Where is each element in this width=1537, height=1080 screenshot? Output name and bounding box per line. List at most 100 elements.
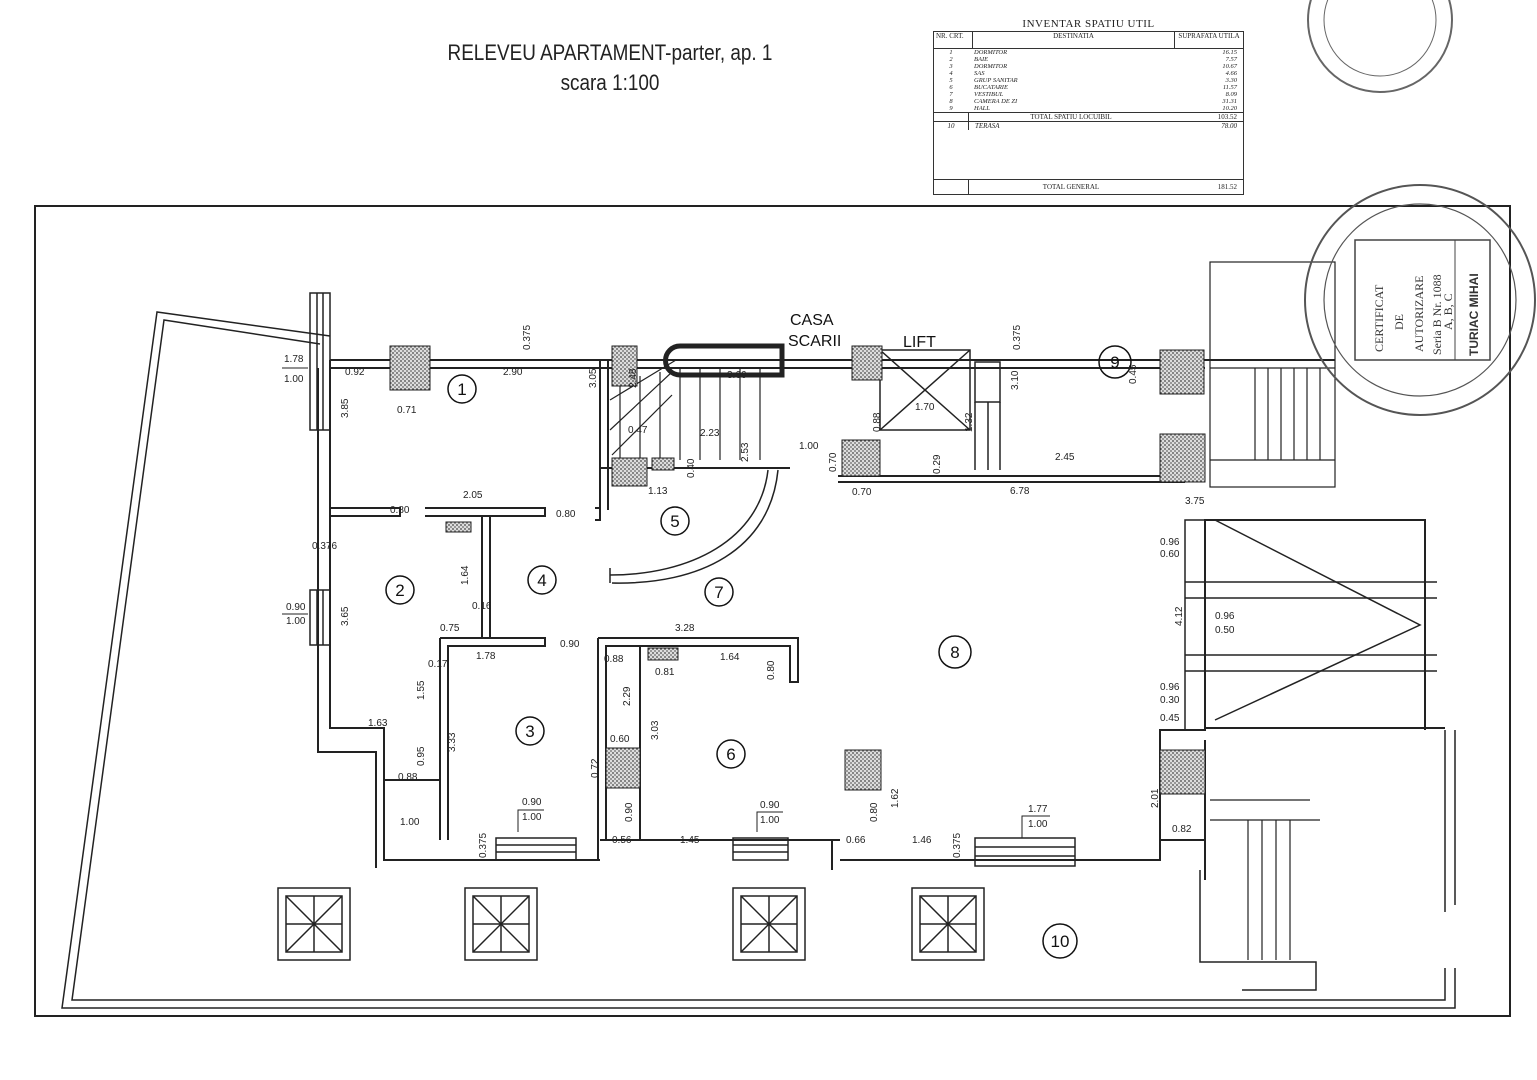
- dim: 0.375: [522, 325, 533, 350]
- dim: 3.03: [650, 720, 661, 740]
- dim: 1.00: [286, 616, 306, 627]
- dim: 0.376: [312, 541, 337, 552]
- dim: 2.90: [503, 367, 523, 378]
- inventory-cell-nr: 5: [949, 77, 953, 84]
- dim: 0.96: [1215, 611, 1235, 622]
- dim: 0.16: [472, 601, 492, 612]
- dim: 0.17: [428, 659, 448, 670]
- dim: 1.64: [460, 565, 471, 585]
- dim: 0.72: [590, 758, 601, 778]
- walls: [317, 359, 1445, 880]
- dim: 0.80: [869, 802, 880, 822]
- dim: 2.05: [463, 490, 483, 501]
- dim: 0.95: [416, 746, 427, 766]
- dim: 0.45: [1160, 713, 1180, 724]
- room-2-number: 2: [395, 581, 404, 600]
- dim: 0.56: [612, 835, 632, 846]
- dim: 0.30: [1160, 695, 1180, 706]
- dim: 0.81: [655, 667, 675, 678]
- planters: [277, 887, 985, 961]
- stamp-line-3: AUTORIZARE: [1412, 276, 1426, 352]
- room-9-number: 9: [1110, 353, 1119, 372]
- room-7-number: 7: [714, 583, 723, 602]
- inventory-table: INVENTAR SPATIU UTIL NR. CRT. DESTINATIA…: [933, 17, 1244, 195]
- dim: 1.45: [680, 835, 700, 846]
- dim: 0.40: [686, 458, 697, 478]
- dim: 2.23: [700, 428, 720, 439]
- inventory-cell-nr: 4: [949, 70, 953, 77]
- subtotal-label: TOTAL SPATIU LOCUIBIL: [1030, 113, 1112, 121]
- hall-stairs: [1209, 261, 1336, 960]
- room-1-number: 1: [457, 380, 466, 399]
- dim: 0.66: [846, 835, 866, 846]
- dim: 0.88: [872, 412, 883, 432]
- stamp-line-6: TURIAC MIHAI: [1467, 273, 1481, 356]
- columns: [389, 345, 1206, 795]
- inventory-cell-nr: 9: [949, 105, 953, 112]
- terrace-nr: 10: [934, 122, 969, 130]
- inventory-cell-nr: 2: [949, 56, 953, 63]
- inventory-terrace-row: 10 TERASA 78.00: [934, 121, 1243, 130]
- dim: 0.60: [610, 734, 630, 745]
- inventory-cell-area: 11.57: [1222, 84, 1237, 91]
- dim: 0.50: [1215, 625, 1235, 636]
- title-line-1: RELEVEU APARTAMENT-parter, ap. 1: [447, 40, 773, 65]
- subtotal-value: 103.52: [1217, 113, 1237, 121]
- col-area: SUPRAFATA UTILA: [1178, 32, 1240, 40]
- dim: 1.55: [416, 680, 427, 700]
- total-value: 181.52: [1217, 183, 1237, 191]
- dim: 0.88: [398, 772, 418, 783]
- dim: 0.90: [760, 800, 780, 811]
- title-line-2: scara 1:100: [560, 70, 660, 95]
- drawing-title: RELEVEU APARTAMENT-parter, ap. 1 scara 1…: [412, 38, 808, 98]
- dim: 6.78: [1010, 486, 1030, 497]
- inventory-cell-area: 7.57: [1225, 56, 1237, 63]
- inventory-cell-name: SAS: [974, 70, 985, 77]
- dim: 3.65: [340, 606, 351, 626]
- inventory-cell-nr: 8: [949, 98, 953, 105]
- inventory-cell-name: DORMITOR: [974, 63, 1008, 70]
- dim: 2.53: [740, 442, 751, 462]
- dim: 1.32: [964, 412, 975, 432]
- dim: 3.10: [1010, 370, 1021, 390]
- inventory-header: NR. CRT. DESTINATIA SUPRAFATA UTILA: [934, 32, 1243, 49]
- dim: 3.75: [1185, 496, 1205, 507]
- dim: 2.48: [628, 368, 639, 388]
- stamp-line-1: CERTIFICAT: [1372, 284, 1386, 352]
- terrace-name: TERASA: [975, 122, 1000, 130]
- inventory-total: TOTAL GENERAL 181.52: [934, 179, 1243, 194]
- dim: 0.75: [440, 623, 460, 634]
- total-label: TOTAL GENERAL: [1042, 183, 1100, 191]
- dim: 1.00: [284, 374, 304, 385]
- certification-stamp: CERTIFICAT DE AUTORIZARE Seria B Nr. 108…: [1304, 0, 1536, 416]
- terrace-outline: [61, 311, 1456, 1009]
- stairwell-label-1: CASA: [790, 312, 834, 329]
- room-circles: [385, 345, 1132, 959]
- dim: 1.62: [890, 788, 901, 808]
- room-4-number: 4: [537, 571, 546, 590]
- dim: 0.88: [604, 654, 624, 665]
- dim: 0.92: [345, 367, 365, 378]
- dim: 3.66: [727, 370, 747, 381]
- dim: 1.77: [1028, 804, 1048, 815]
- col-destination: DESTINATIA: [973, 32, 1175, 48]
- dim: 1.00: [522, 812, 542, 823]
- inventory-title: INVENTAR SPATIU UTIL: [1022, 18, 1155, 30]
- dim: 0.29: [932, 454, 943, 474]
- col-nr: NR. CRT.: [934, 32, 973, 48]
- stairwell: [609, 343, 785, 460]
- dim: 0.375: [952, 833, 963, 858]
- dim: 0.96: [1160, 537, 1180, 548]
- inventory-cell-area: 3.30: [1225, 77, 1237, 84]
- dim: 0.375: [478, 833, 489, 858]
- dim: 4.12: [1174, 606, 1185, 626]
- dim: 1.00: [760, 815, 780, 826]
- dim: 1.46: [912, 835, 932, 846]
- dim: 2.29: [622, 686, 633, 706]
- inventory-cell-name: BUCATARIE: [974, 84, 1008, 91]
